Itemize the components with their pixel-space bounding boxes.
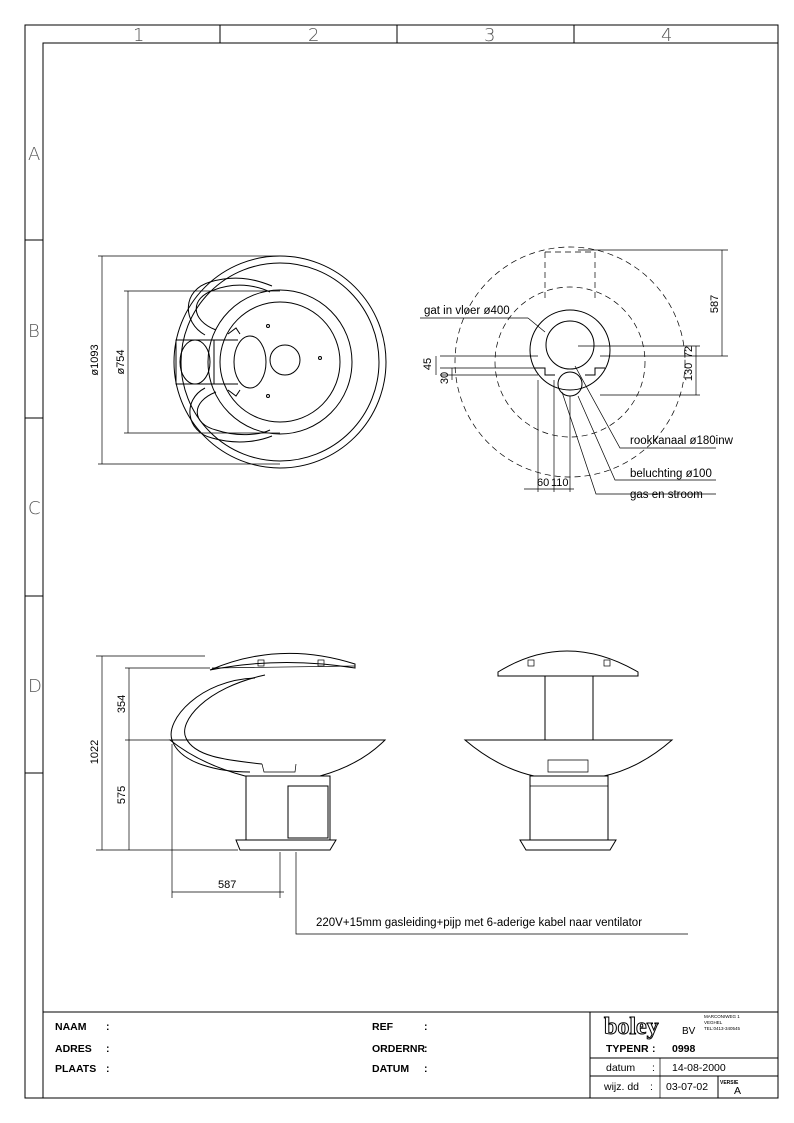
dim-30: 30 [439, 372, 451, 384]
dim-total-height: 1022 [89, 740, 101, 764]
company-address-2: VEGHEL [704, 1020, 723, 1025]
column-grid: 1 2 3 4 [133, 25, 672, 46]
side-view-note: 220V+15mm gasleiding+pijp met 6-aderige … [316, 917, 642, 929]
dim-outer-diameter: ø1093 [89, 344, 101, 375]
plaats-colon: : [106, 1063, 110, 1075]
sheet-border-inner [42, 42, 779, 1099]
grid-row-b: B [28, 321, 40, 342]
dim-horizontal-587: 587 [218, 879, 236, 891]
revision-colon: : [650, 1081, 653, 1093]
dim-110: 110 [551, 477, 569, 489]
title-block: NAAM : ADRES : PLAATS : REF : ORDERNR : … [43, 1011, 778, 1098]
version-label: VERSIE [720, 1080, 739, 1086]
label-vent: beluchting ø100 [630, 468, 712, 480]
label-gas: gas en stroom [630, 489, 703, 501]
dim-inner-diameter: ø754 [115, 349, 127, 374]
grid-col-3: 3 [484, 25, 495, 46]
ref-colon: : [424, 1021, 428, 1033]
label-flue: rookkanaal ø180inw [630, 435, 734, 447]
row-grid: A B C D [25, 144, 43, 774]
revision-label: wijz. dd [603, 1081, 639, 1093]
dim-72: 72 [683, 346, 695, 358]
revision-value: 03-07-02 [666, 1081, 708, 1093]
version-value: A [734, 1085, 741, 1097]
company-address-3: TEL:0413-340545 [704, 1026, 741, 1031]
ordernr-colon: : [424, 1043, 428, 1055]
logo-suffix: BV [682, 1026, 696, 1037]
side-view-fireplace: 1022 354 575 587 220V+15mm gasleiding+pi… [89, 652, 688, 935]
dim-60: 60 [537, 477, 549, 489]
typenr-colon: : [652, 1043, 656, 1055]
ordernr-label: ORDERNR [372, 1043, 426, 1055]
date-value: 14-08-2000 [672, 1062, 726, 1074]
naam-colon: : [106, 1021, 110, 1033]
front-view-fireplace [463, 650, 674, 851]
dim-587-vertical: 587 [709, 295, 721, 313]
typenr-label: TYPENR [606, 1043, 649, 1055]
plaats-label: PLAATS [55, 1063, 96, 1075]
top-view-fireplace: ø1093 ø754 [89, 255, 387, 469]
grid-row-d: D [28, 676, 42, 697]
label-floor-hole: gat in vloer ø400 [424, 305, 510, 317]
adres-label: ADRES [55, 1043, 92, 1055]
datum-colon: : [424, 1063, 428, 1075]
datum-label: DATUM [372, 1063, 409, 1075]
adres-colon: : [106, 1043, 110, 1055]
grid-col-4: 4 [661, 25, 672, 46]
boley-logo: boley [604, 1014, 659, 1040]
grid-col-1: 1 [133, 25, 144, 46]
grid-row-a: A [28, 144, 40, 165]
company-address-1: MARCONIWEG 1 [704, 1014, 740, 1019]
date-colon: : [652, 1062, 655, 1074]
grid-col-2: 2 [308, 25, 319, 46]
date-label: datum [606, 1062, 635, 1074]
dim-130: 130 [683, 363, 695, 381]
typenr-value: 0998 [672, 1043, 696, 1055]
naam-label: NAAM [55, 1021, 87, 1033]
dim-lower-height: 575 [116, 786, 128, 804]
top-view-floor-plan: 587 72 130 45 30 60 110 gat in vloer ø40… [420, 246, 734, 501]
dim-45: 45 [422, 358, 434, 370]
dim-upper-height: 354 [116, 695, 128, 713]
ref-label: REF [372, 1021, 394, 1033]
grid-row-c: C [28, 498, 41, 519]
sheet-border-outer [24, 24, 779, 1099]
